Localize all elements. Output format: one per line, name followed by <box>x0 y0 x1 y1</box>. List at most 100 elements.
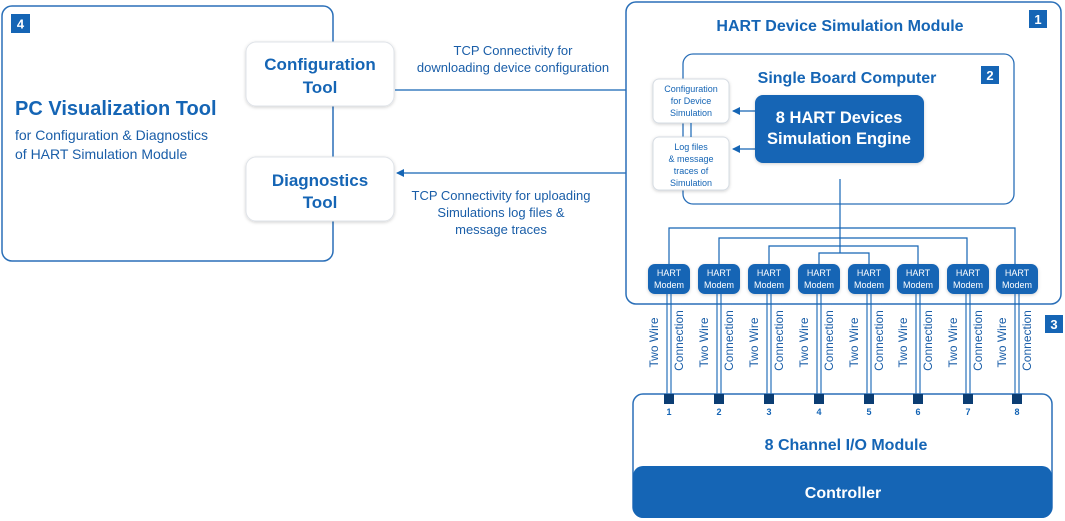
controller-label: Controller <box>805 485 881 502</box>
io-terminal-5: 5 <box>864 394 874 417</box>
tcp-upload-label-1: TCP Connectivity for uploading <box>412 188 591 203</box>
terminal-4-number: 4 <box>816 407 821 417</box>
hart-modem-2-label-1: HART <box>707 268 732 278</box>
hart-modem-8-label-1: HART <box>1005 268 1030 278</box>
wire-1-label-connection: Connection <box>672 310 686 371</box>
tcp-upload-label-3: message traces <box>455 222 547 237</box>
io-terminal-2: 2 <box>714 394 724 417</box>
simulation-engine: 8 HART Devices Simulation Engine <box>755 95 924 163</box>
pc-tool-subtitle-2: of HART Simulation Module <box>15 146 187 162</box>
simulation-module-title: HART Device Simulation Module <box>716 18 963 35</box>
terminal-7-block <box>963 394 973 404</box>
terminal-4-block <box>814 394 824 404</box>
log-files-label-1: Log files <box>674 142 708 152</box>
log-files-label-2: & message <box>668 154 713 164</box>
hart-modem-3-label-1: HART <box>757 268 782 278</box>
tcp-download-connection: TCP Connectivity for downloading device … <box>395 43 651 94</box>
wire-pair-3: Two Wire Connection <box>747 294 786 398</box>
terminal-2-block <box>714 394 724 404</box>
terminal-5-number: 5 <box>866 407 871 417</box>
terminal-5-block <box>864 394 874 404</box>
io-module-title: 8 Channel I/O Module <box>765 437 928 454</box>
wire-6-label-connection: Connection <box>921 310 935 371</box>
config-sim-label-3: Simulation <box>670 108 712 118</box>
terminal-6-number: 6 <box>915 407 920 417</box>
configuration-tool-label-2: Tool <box>303 78 338 97</box>
wire-pair-6: Two Wire Connection <box>896 294 935 398</box>
hart-modem-1-label-1: HART <box>657 268 682 278</box>
badge-4-label: 4 <box>17 17 25 32</box>
wire-4-label-connection: Connection <box>822 310 836 371</box>
tcp-download-label-1: TCP Connectivity for <box>454 43 574 58</box>
badge-3-label: 3 <box>1050 317 1057 332</box>
wire-8-label-connection: Connection <box>1020 310 1034 371</box>
config-sim-label-1: Configuration <box>664 84 718 94</box>
pc-tool-subtitle-1: for Configuration & Diagnostics <box>15 127 208 143</box>
hart-modem-5-label-2: Modem <box>854 280 884 290</box>
io-terminal-3: 3 <box>764 394 774 417</box>
io-terminal-6: 6 <box>913 394 923 417</box>
configuration-tool-label-1: Configuration <box>264 55 375 74</box>
tcp-upload-connection: TCP Connectivity for uploading Simulatio… <box>396 169 652 237</box>
hart-modem-5-label-1: HART <box>857 268 882 278</box>
hart-modem-2: HART Modem <box>698 264 740 294</box>
configuration-tool-box[interactable]: Configuration Tool <box>245 41 395 107</box>
wire-5-label-two-wire: Two Wire <box>847 317 861 367</box>
wire-3-label-connection: Connection <box>772 310 786 371</box>
diagnostics-tool-label-1: Diagnostics <box>272 171 368 190</box>
controller-bar: Controller <box>633 466 1052 518</box>
hart-modem-2-label-2: Modem <box>704 280 734 290</box>
badge-2: 2 <box>981 66 999 84</box>
badge-1-label: 1 <box>1034 12 1041 27</box>
terminal-1-number: 1 <box>666 407 671 417</box>
sbc-title: Single Board Computer <box>758 70 937 87</box>
badge-3: 3 <box>1045 315 1063 333</box>
wire-4-label-two-wire: Two Wire <box>797 317 811 367</box>
terminal-2-number: 2 <box>716 407 721 417</box>
io-terminal-8: 8 <box>1012 394 1022 417</box>
log-files-label-3: traces of <box>674 166 709 176</box>
wire-3-label-two-wire: Two Wire <box>747 317 761 367</box>
badge-2-label: 2 <box>986 68 993 83</box>
tcp-download-label-2: downloading device configuration <box>417 60 609 75</box>
io-terminal-7: 7 <box>963 394 973 417</box>
hart-modem-8: HART Modem <box>996 264 1038 294</box>
tcp-upload-label-2: Simulations log files & <box>437 205 564 220</box>
wire-7-label-two-wire: Two Wire <box>946 317 960 367</box>
io-terminal-4: 4 <box>814 394 824 417</box>
engine-label-2: Simulation Engine <box>767 130 911 148</box>
wire-pair-5: Two Wire Connection <box>847 294 886 398</box>
terminal-8-block <box>1012 394 1022 404</box>
hart-modem-5: HART Modem <box>848 264 890 294</box>
hart-modems: HART Modem HART Modem HART Modem HART Modem HART… <box>648 264 1038 294</box>
terminal-6-block <box>913 394 923 404</box>
terminal-8-number: 8 <box>1014 407 1019 417</box>
wire-5-label-connection: Connection <box>872 310 886 371</box>
config-sim-label-2: for Device <box>671 96 712 106</box>
wire-pair-1: Two Wire Connection <box>647 294 686 398</box>
badge-1: 1 <box>1029 10 1047 28</box>
hart-modem-4: HART Modem <box>798 264 840 294</box>
diagnostics-tool-label-2: Tool <box>303 193 338 212</box>
diagnostics-tool-box[interactable]: Diagnostics Tool <box>245 156 395 222</box>
terminal-7-number: 7 <box>965 407 970 417</box>
config-simulation-box: Configuration for Device Simulation <box>652 78 730 124</box>
wire-1-label-two-wire: Two Wire <box>647 317 661 367</box>
hart-modem-4-label-2: Modem <box>804 280 834 290</box>
hart-modem-4-label-1: HART <box>807 268 832 278</box>
hart-modem-7-label-2: Modem <box>953 280 983 290</box>
terminal-3-number: 3 <box>766 407 771 417</box>
hart-modem-8-label-2: Modem <box>1002 280 1032 290</box>
wire-6-label-two-wire: Two Wire <box>896 317 910 367</box>
wire-2-label-connection: Connection <box>722 310 736 371</box>
wire-2-label-two-wire: Two Wire <box>697 317 711 367</box>
modem-bus <box>668 179 1016 264</box>
hart-modem-7-label-1: HART <box>956 268 981 278</box>
log-files-label-4: Simulation <box>670 178 712 188</box>
hart-modem-6-label-1: HART <box>906 268 931 278</box>
